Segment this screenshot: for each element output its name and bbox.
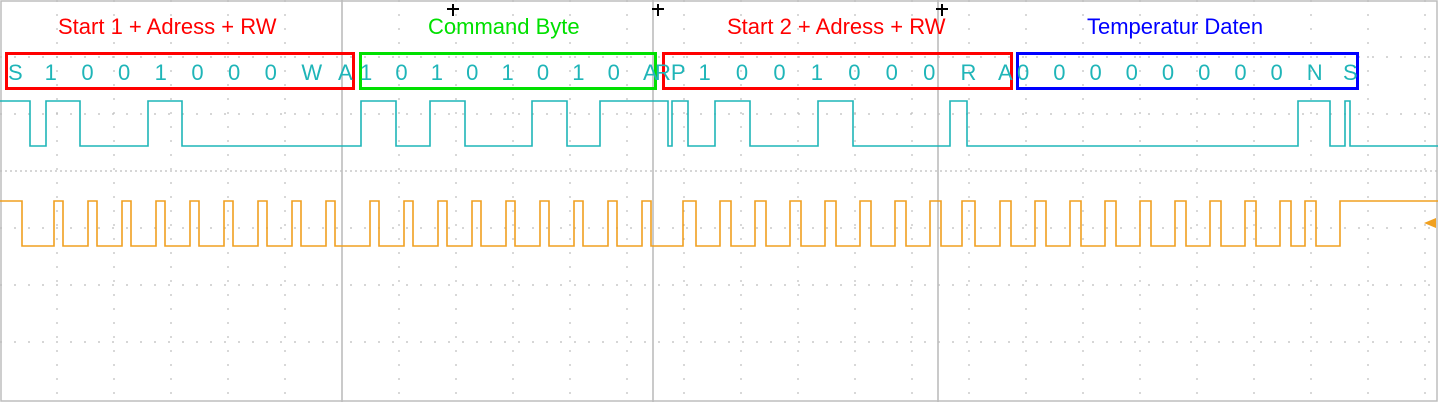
decoded-bit: S bbox=[8, 60, 23, 85]
plus-cursor-icon[interactable] bbox=[652, 4, 664, 16]
decoded-bit: 0 bbox=[1125, 60, 1138, 85]
segment-box-temperatur-daten bbox=[1016, 52, 1359, 90]
decoded-bit: 0 bbox=[1270, 60, 1283, 85]
decoded-bit: 0 bbox=[923, 60, 936, 85]
decoded-bit: 0 bbox=[848, 60, 861, 85]
markers bbox=[447, 4, 1436, 228]
decoded-bit: 1 bbox=[430, 60, 443, 85]
decoded-bit: 1 bbox=[154, 60, 167, 85]
decoded-bit: 0 bbox=[191, 60, 204, 85]
decoded-bit: 1 bbox=[698, 60, 711, 85]
decoded-bit: 0 bbox=[735, 60, 749, 85]
decoded-bit: 0 bbox=[1234, 60, 1247, 85]
decoded-bit: 0 bbox=[264, 60, 277, 85]
decoded-bit: 0 bbox=[1089, 60, 1102, 85]
decoded-bit: 0 bbox=[1198, 60, 1211, 85]
decoded-bit: 1 bbox=[810, 60, 824, 85]
decoded-bit: 1 bbox=[360, 60, 373, 85]
decoded-bit: 1 bbox=[572, 60, 585, 85]
decoded-bit: 0 bbox=[81, 60, 94, 85]
decoded-bit: A bbox=[338, 60, 353, 85]
decoded-bit: A bbox=[998, 60, 1013, 85]
decoded-bit: 1 bbox=[501, 60, 514, 85]
decoded-bit: 0 bbox=[536, 60, 550, 85]
decoded-bit: A bbox=[643, 60, 658, 85]
scl-waveform bbox=[0, 200, 1438, 247]
decoded-bit: 0 bbox=[118, 60, 131, 85]
segment-title-start-1: Start 1 + Adress + RW bbox=[58, 14, 277, 39]
segment-box-start-1 bbox=[5, 52, 355, 90]
decoded-bit: N bbox=[1306, 60, 1323, 85]
decoded-bit: 0 bbox=[607, 60, 620, 85]
scl-trace bbox=[0, 200, 1438, 247]
plus-cursor-icon[interactable] bbox=[447, 4, 459, 16]
channel-level-arrow-icon[interactable] bbox=[1424, 218, 1436, 228]
decoded-bit: W bbox=[301, 60, 323, 85]
sda-waveform bbox=[0, 100, 1438, 147]
decoded-bit: 0 bbox=[1053, 60, 1066, 85]
decoded-bit: S bbox=[1343, 60, 1358, 85]
decoded-bit: 0 bbox=[1161, 60, 1175, 85]
segment-title-temperatur-daten: Temperatur Daten bbox=[1087, 14, 1264, 39]
decoded-bit: 1 bbox=[44, 60, 57, 85]
decoded-bit: 0 bbox=[1017, 60, 1030, 85]
segment-box-start-2 bbox=[662, 52, 1013, 90]
decoded-bit: 0 bbox=[395, 60, 408, 85]
decoded-bit: R bbox=[960, 60, 977, 85]
decoded-bit: 0 bbox=[885, 60, 898, 85]
decoded-bit: RP bbox=[655, 60, 686, 85]
segment-title-command-byte: Command Byte bbox=[428, 14, 580, 39]
decoded-bit: 0 bbox=[773, 60, 786, 85]
segment-box-command-byte bbox=[359, 52, 657, 90]
decoded-bit: 0 bbox=[466, 60, 479, 85]
decoded-bit: 0 bbox=[228, 60, 241, 85]
segment-title-start-2: Start 2 + Adress + RW bbox=[727, 14, 946, 39]
plus-cursor-icon[interactable] bbox=[936, 4, 948, 16]
sda-trace bbox=[0, 100, 1438, 147]
